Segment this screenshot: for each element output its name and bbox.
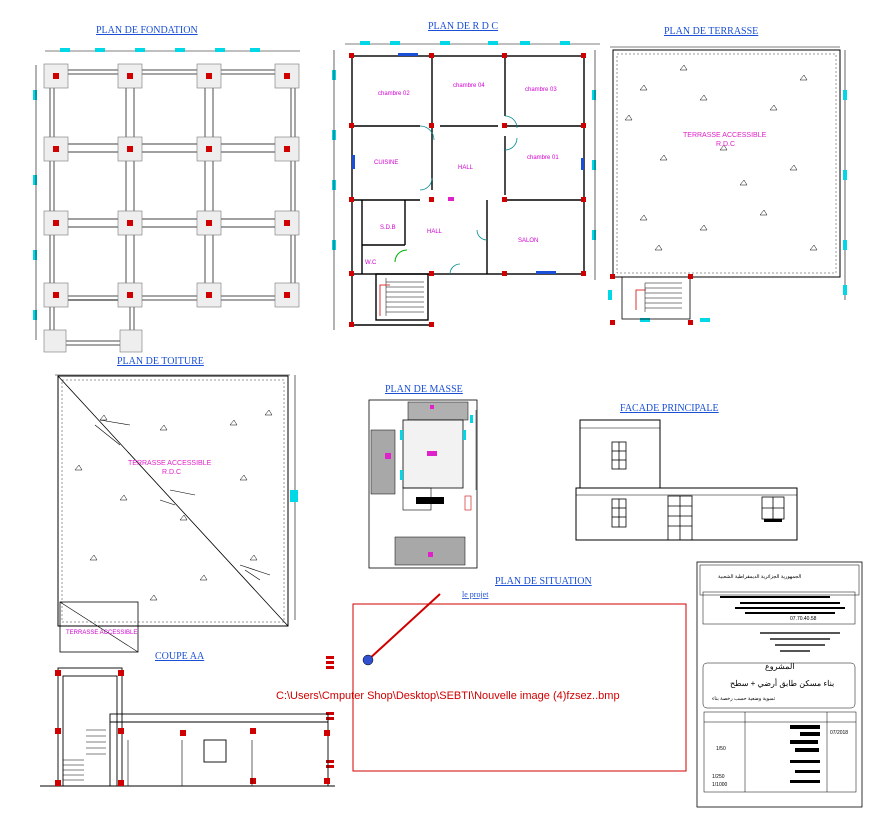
room-wc: W.C [365,260,377,266]
projet-line2: تسوية وضعية حسب رخصة بناء [712,696,776,702]
title-coupe: COUPE AA [155,651,205,662]
title-masse: PLAN DE MASSE [385,384,463,395]
room-sdb: S.D.B [380,225,396,231]
room-salon: SALON [518,238,538,244]
room-chambre04: chambre 04 [453,83,485,89]
cartouche-phone: 07.70.40.58 [790,616,817,622]
scale-3: 1/1000 [712,782,728,788]
plan-fondation: PLAN DE FONDATION [33,25,300,353]
projet-line1: بناء مسكن طابق أرضي + سطح [730,677,834,688]
cartouche: الجمهورية الجزائرية الديمقراطية الشعبية … [696,561,863,808]
image-path: C:\Users\Cmputer Shop\Desktop\SEBTI\Nouv… [276,690,620,702]
room-chambre03: chambre 03 [525,87,557,93]
toiture-label-2: R.D.C [162,469,181,476]
scale-1: 1/50 [716,746,726,752]
title-facade: FACADE PRINCIPALE [620,403,719,414]
terrasse-label-2: R.D.C [716,141,735,148]
title-situation: PLAN DE SITUATION [495,576,592,587]
room-cuisine: CUISINE [374,160,398,166]
plan-situation: PLAN DE SITUATION le projet C:\Users\Cmp… [276,576,687,772]
projet-title: المشروع [765,662,794,671]
coupe-aa: COUPE AA [40,651,335,787]
title-rdc: PLAN DE R D C [428,21,498,32]
toiture-label-1: TERRASSE ACCESSIBLE [128,460,212,467]
plan-rdc: PLAN DE R D C [332,21,600,330]
projet-label: le projet [462,590,489,599]
room-hall2: HALL [427,229,443,235]
room-hall1: HALL [458,165,474,171]
facade-principale: FACADE PRINCIPALE [575,403,798,541]
terrasse-label-1: TERRASSE ACCESSIBLE [683,132,767,139]
plan-toiture: PLAN DE TOITURE TERRASSE ACCESSIBLE TERR… [55,356,298,653]
cartouche-header: الجمهورية الجزائرية الديمقراطية الشعبية [718,574,801,580]
title-toiture: PLAN DE TOITURE [117,356,204,367]
toiture-small-label: TERRASSE ACCESSIBLE [66,630,137,636]
title-terrasse: PLAN DE TERRASSE [664,26,758,37]
title-fondation: PLAN DE FONDATION [96,25,198,36]
room-chambre02: chambre 02 [378,91,410,97]
cartouche-date: 07/2018 [830,730,848,736]
scale-2: 1/250 [712,774,725,780]
plan-terrasse: PLAN DE TERRASSE TERR [608,26,847,325]
room-chambre01: chambre 01 [527,155,559,161]
plan-masse: PLAN DE MASSE [368,384,478,569]
